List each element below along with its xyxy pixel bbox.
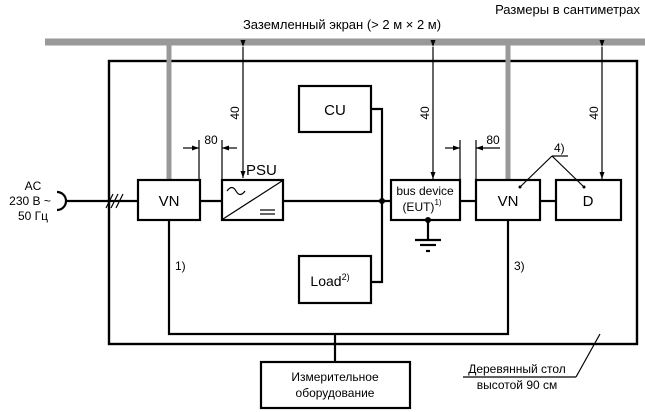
dimension-gap-right-label: 80 <box>486 133 500 147</box>
reference-ground-wiring <box>167 220 510 336</box>
three-phase-hatch-icon <box>105 193 124 209</box>
voltage-label: 230 В ~ <box>9 194 51 208</box>
table-label-2: высотой 90 см <box>477 378 558 392</box>
dimension-d-label: 40 <box>587 106 601 120</box>
psu-diagonal <box>222 180 283 220</box>
socket-icon <box>56 190 68 212</box>
note-4-leader <box>518 155 586 189</box>
note-1-label: 1) <box>175 259 186 273</box>
dc-symbol-icon <box>260 209 275 215</box>
bus-device-label: bus device <box>396 184 454 198</box>
vn-left-label: VN <box>159 193 180 210</box>
ac-wave-icon <box>226 186 246 196</box>
vn-right-label: VN <box>498 193 519 210</box>
d-label: D <box>583 193 594 210</box>
screen-label: Заземленный экран (> 2 м × 2 м) <box>243 17 441 32</box>
note-3-label: 3) <box>514 259 525 273</box>
cu-box <box>297 84 373 134</box>
measurement-label-2: оборудование <box>296 386 375 400</box>
cu-label: CU <box>324 102 346 119</box>
ac-label: AC <box>25 179 42 193</box>
measurement-equipment-box <box>259 360 412 410</box>
load-label: Load2) <box>310 272 349 289</box>
dimension-psu-label: 40 <box>228 106 242 120</box>
d-box <box>554 178 623 222</box>
note-4-label: 4) <box>554 141 565 155</box>
frequency-label: 50 Гц <box>18 209 48 223</box>
psu-label: PSU <box>246 162 277 179</box>
cu-load-bus-line <box>371 107 384 284</box>
units-note: Размеры в сантиметрах <box>495 2 640 17</box>
dimension-gap-left-label: 80 <box>204 133 218 147</box>
load-box <box>297 254 373 305</box>
dimension-eut-label: 40 <box>418 106 432 120</box>
table-leader <box>463 333 601 378</box>
ground-icon <box>415 220 441 253</box>
table-label-1: Деревянный стол <box>468 362 566 376</box>
measurement-label-1: Измерительное <box>291 370 379 384</box>
vn-right-box <box>474 178 542 222</box>
eut-label: (EUT)1) <box>402 198 441 214</box>
